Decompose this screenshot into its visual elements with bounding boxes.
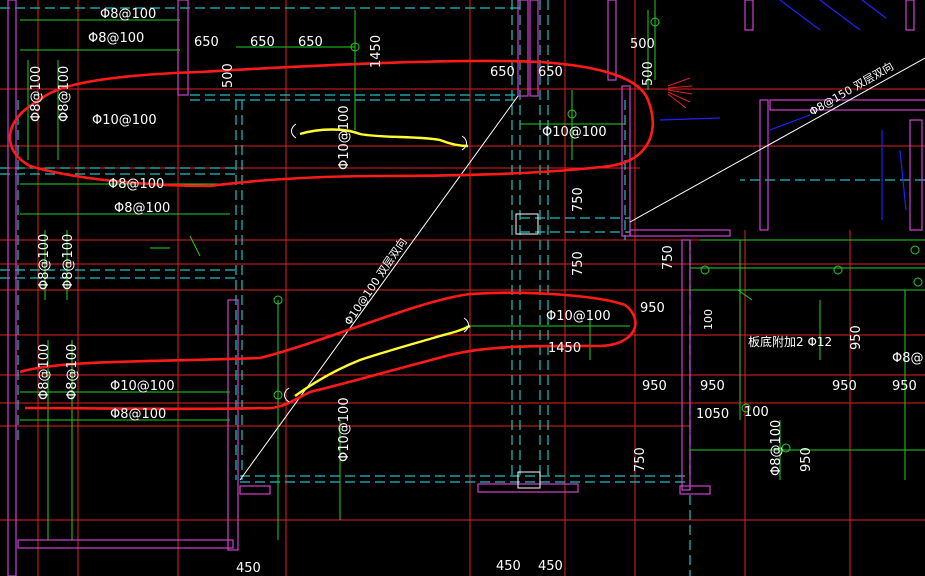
blue-linework (659, 0, 907, 220)
markup-highlight (294, 128, 471, 397)
walls (7, 0, 925, 576)
label-l5: 650 (298, 35, 323, 50)
label-l39: 950 (832, 379, 857, 394)
label-l43: Φ10@100 (337, 397, 352, 462)
label-l3: 650 (194, 35, 219, 50)
label-l18: Φ8@100 (108, 177, 164, 192)
label-l4: 650 (250, 35, 275, 50)
label-l10: 500 (630, 37, 655, 52)
label-l48: 450 (496, 559, 521, 574)
label-l46: 750 (633, 447, 648, 472)
label-l42: 100 (744, 405, 769, 420)
label-l33: Φ8@100 (37, 344, 52, 400)
label-l49: 450 (538, 559, 563, 574)
label-l44: Φ8@100 (769, 420, 784, 476)
label-l7: 500 (221, 63, 236, 88)
two-way-slab-diagonals (239, 57, 925, 489)
stair-hatch (667, 77, 693, 109)
label-l23: Φ8@100 (37, 234, 52, 290)
label-l2: Φ8@100 (88, 31, 144, 46)
label-l32: Φ8@1 (892, 351, 925, 366)
label-l30: 板底附加2 Φ12 (748, 334, 832, 349)
label-l21: 750 (571, 251, 586, 276)
label-l37: 950 (642, 379, 667, 394)
label-l22: 750 (661, 245, 676, 270)
label-l13: Φ8@100 (57, 66, 72, 122)
label-l27: 950 (640, 301, 665, 316)
label-l26: Φ10@100 (546, 309, 611, 324)
label-l9: 650 (538, 65, 563, 80)
label-l28: 1450 (548, 341, 581, 356)
rebar-and-dimension-lines (20, 0, 925, 540)
label-l29: 100 (702, 309, 715, 330)
label-l40: 950 (892, 379, 917, 394)
label-l41: 1050 (696, 407, 729, 422)
label-l6: 1450 (369, 35, 384, 68)
label-l38: 950 (700, 379, 725, 394)
rebar-hooks (284, 123, 469, 403)
label-l47: 450 (236, 561, 261, 576)
label-l16: Φ10@100 (542, 125, 607, 140)
label-l24: Φ8@100 (61, 234, 76, 290)
label-l31: 950 (849, 325, 864, 350)
label-l34: Φ8@100 (65, 344, 80, 400)
label-l12: Φ8@100 (29, 66, 44, 122)
label-l19: Φ8@100 (114, 201, 170, 216)
markup-ellipses (8, 59, 655, 411)
label-l14: Φ10@100 (92, 113, 157, 128)
label-l8: 650 (490, 65, 515, 80)
label-l15: Φ10@100 (337, 105, 352, 170)
label-l35: Φ10@100 (110, 379, 175, 394)
label-l45: 950 (799, 447, 814, 472)
label-l36: Φ8@100 (110, 407, 166, 422)
label-l1: Φ8@100 (100, 7, 156, 22)
drawing-labels: Φ8@100 Φ8@100 650 650 650 1450 500 650 6… (29, 7, 925, 576)
rebar-markers (273, 17, 923, 453)
label-l11: 500 (641, 61, 656, 86)
label-l20: 750 (571, 187, 586, 212)
label-l25: Φ10@100 双层双向 (341, 235, 410, 328)
